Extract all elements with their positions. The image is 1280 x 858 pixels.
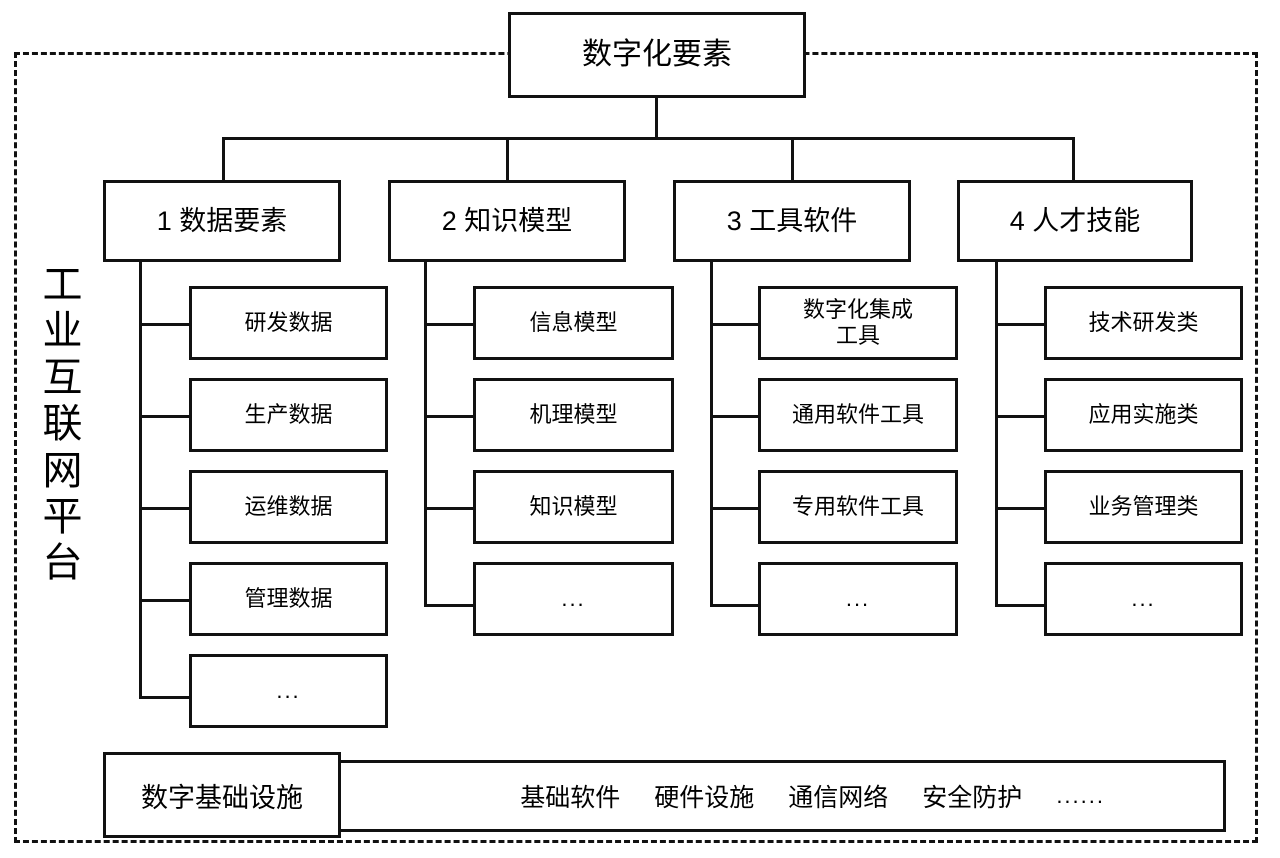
leaf-node-3-2[interactable]: 通用软件工具 — [758, 378, 958, 452]
infrastructure-item-5: ...... — [1056, 783, 1105, 808]
connector-branch-3-3 — [710, 507, 761, 510]
connector-spine-1 — [139, 262, 142, 699]
leaf-node-2-2[interactable]: 机理模型 — [473, 378, 674, 452]
infrastructure-item-1[interactable]: 基础软件 — [520, 784, 621, 812]
leaf-node-3-4[interactable]: ... — [758, 562, 958, 636]
leaf-node-1-3-label: 运维数据 — [244, 493, 333, 519]
category-node-1-label: 1 数据要素 — [156, 205, 288, 236]
root-node-label: 数字化要素 — [582, 38, 732, 71]
category-node-3-label: 3 工具软件 — [726, 205, 858, 236]
leaf-node-2-4[interactable]: ... — [473, 562, 674, 636]
leaf-node-1-2[interactable]: 生产数据 — [189, 378, 388, 452]
leaf-node-4-3-label: 业务管理类 — [1088, 493, 1199, 519]
connector-bus-drop-1 — [222, 137, 225, 182]
connector-bus-drop-4 — [1072, 137, 1075, 182]
connector-branch-4-1 — [995, 323, 1047, 326]
leaf-node-1-1[interactable]: 研发数据 — [189, 286, 388, 360]
infrastructure-item-4[interactable]: 安全防护 — [922, 784, 1023, 812]
connector-spine-3 — [710, 262, 713, 607]
connector-spine-4 — [995, 262, 998, 607]
leaf-node-4-4[interactable]: ... — [1044, 562, 1243, 636]
leaf-node-1-3[interactable]: 运维数据 — [189, 470, 388, 544]
connector-bus-drop-3 — [791, 137, 794, 182]
connector-root-bus — [222, 137, 1075, 140]
connector-root-stem — [655, 98, 658, 139]
leaf-node-3-1-label: 数字化集成 工具 — [802, 296, 913, 348]
infrastructure-label: 数字基础设施 — [141, 782, 303, 813]
connector-branch-1-5 — [139, 696, 192, 699]
connector-branch-2-3 — [424, 507, 476, 510]
category-node-2-label: 2 知识模型 — [441, 205, 573, 236]
infrastructure-label-box[interactable]: 数字基础设施 — [103, 752, 341, 838]
leaf-node-3-3-label: 专用软件工具 — [791, 493, 924, 519]
leaf-node-3-3[interactable]: 专用软件工具 — [758, 470, 958, 544]
connector-bus-drop-2 — [506, 137, 509, 182]
leaf-node-4-3[interactable]: 业务管理类 — [1044, 470, 1243, 544]
connector-branch-1-3 — [139, 507, 192, 510]
leaf-node-1-2-label: 生产数据 — [244, 401, 333, 427]
connector-branch-3-2 — [710, 415, 761, 418]
infrastructure-item-list: 基础软件 硬件设施 通信网络 安全防护 ...... — [520, 778, 1223, 814]
connector-branch-3-4 — [710, 604, 761, 607]
leaf-node-1-5[interactable]: ... — [189, 654, 388, 728]
leaf-node-1-1-label: 研发数据 — [244, 309, 333, 335]
category-node-4[interactable]: 4 人才技能 — [957, 180, 1193, 262]
leaf-node-4-4-label: ... — [1131, 585, 1156, 611]
leaf-node-3-2-label: 通用软件工具 — [791, 401, 924, 427]
connector-branch-4-4 — [995, 604, 1047, 607]
connector-branch-4-2 — [995, 415, 1047, 418]
leaf-node-3-1[interactable]: 数字化集成 工具 — [758, 286, 958, 360]
connector-branch-2-1 — [424, 323, 476, 326]
connector-branch-4-3 — [995, 507, 1047, 510]
connector-branch-1-2 — [139, 415, 192, 418]
connector-branch-2-4 — [424, 604, 476, 607]
infrastructure-item-2[interactable]: 硬件设施 — [654, 784, 755, 812]
platform-vertical-label: 工 业 互 联 网 平 台 — [42, 263, 84, 586]
connector-branch-1-4 — [139, 599, 192, 602]
category-node-1[interactable]: 1 数据要素 — [103, 180, 341, 262]
leaf-node-4-1[interactable]: 技术研发类 — [1044, 286, 1243, 360]
leaf-node-3-4-label: ... — [845, 585, 871, 611]
connector-branch-1-1 — [139, 323, 192, 326]
connector-spine-2 — [424, 262, 427, 607]
category-node-4-label: 4 人才技能 — [1009, 205, 1141, 236]
leaf-node-1-5-label: ... — [276, 677, 301, 703]
connector-branch-2-2 — [424, 415, 476, 418]
leaf-node-4-2-label: 应用实施类 — [1088, 401, 1199, 427]
leaf-node-2-3-label: 知识模型 — [529, 493, 618, 519]
leaf-node-2-3[interactable]: 知识模型 — [473, 470, 674, 544]
leaf-node-4-1-label: 技术研发类 — [1088, 309, 1199, 335]
leaf-node-1-4-label: 管理数据 — [244, 585, 333, 611]
connector-branch-3-1 — [710, 323, 761, 326]
category-node-3[interactable]: 3 工具软件 — [673, 180, 911, 262]
leaf-node-2-2-label: 机理模型 — [529, 401, 618, 427]
leaf-node-2-1[interactable]: 信息模型 — [473, 286, 674, 360]
leaf-node-2-1-label: 信息模型 — [529, 309, 618, 335]
category-node-2[interactable]: 2 知识模型 — [388, 180, 626, 262]
leaf-node-4-2[interactable]: 应用实施类 — [1044, 378, 1243, 452]
infrastructure-item-3[interactable]: 通信网络 — [788, 784, 889, 812]
leaf-node-2-4-label: ... — [561, 585, 586, 611]
leaf-node-1-4[interactable]: 管理数据 — [189, 562, 388, 636]
root-node-digital-elements[interactable]: 数字化要素 — [508, 12, 806, 98]
